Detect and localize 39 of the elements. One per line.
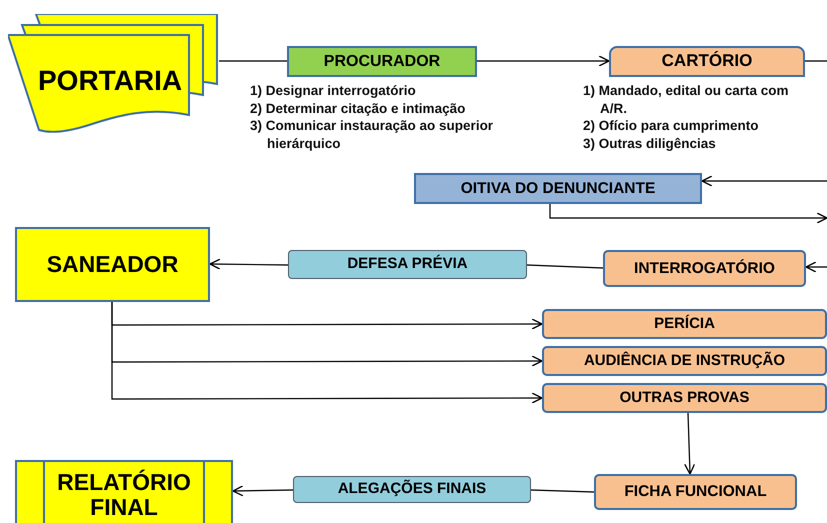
node-label: OUTRAS PROVAS xyxy=(620,390,750,406)
node-label: RELATÓRIO FINAL xyxy=(56,470,192,520)
connector-arrow xyxy=(684,412,696,475)
process-box xyxy=(603,250,806,287)
process-box xyxy=(594,474,797,510)
node-label: PORTARIA xyxy=(38,66,182,97)
process-box xyxy=(288,250,527,279)
node-label: CARTÓRIO xyxy=(662,52,752,71)
node-label: OITIVA DO DENUNCIANTE xyxy=(460,180,656,198)
list-item: 1) Designar interrogatório xyxy=(250,82,417,100)
predefined-process-box xyxy=(15,460,233,523)
process-box xyxy=(609,46,805,77)
node-label: PERÍCIA xyxy=(654,316,715,332)
node-label: FICHA FUNCIONAL xyxy=(624,483,767,501)
process-box xyxy=(15,227,210,302)
node-label: ALEGAÇÕES FINAIS xyxy=(338,481,486,498)
node-label: PROCURADOR xyxy=(324,52,440,70)
list-item: 1) Mandado, edital ou carta com A/R. xyxy=(583,82,790,118)
process-box xyxy=(293,476,531,503)
list-item: 2) Determinar citação e intimação xyxy=(250,100,466,118)
process-box xyxy=(287,46,477,77)
connector-arrow xyxy=(805,261,827,273)
list-item: 3) Comunicar instauração ao superior hierárquico xyxy=(250,117,494,152)
process-box xyxy=(542,383,827,413)
process-box xyxy=(542,346,827,376)
connector-arrow xyxy=(111,302,543,404)
node-label: SANEADOR xyxy=(46,252,178,278)
process-box xyxy=(414,173,702,204)
list-item: 3) Outras diligências xyxy=(583,134,717,152)
list-item: 2) Ofício para cumprimento xyxy=(583,117,760,135)
node-label: AUDIÊNCIA DE INSTRUÇÃO xyxy=(584,352,786,370)
node-label: DEFESA PRÉVIA xyxy=(347,256,468,273)
connector-arrow xyxy=(209,258,288,270)
connector-arrow xyxy=(232,485,294,496)
connector-arrow xyxy=(549,204,827,224)
process-box xyxy=(542,309,827,339)
connector-arrow xyxy=(477,55,610,67)
connector-arrow xyxy=(701,175,827,187)
node-label: INTERROGATÓRIO xyxy=(634,260,775,278)
